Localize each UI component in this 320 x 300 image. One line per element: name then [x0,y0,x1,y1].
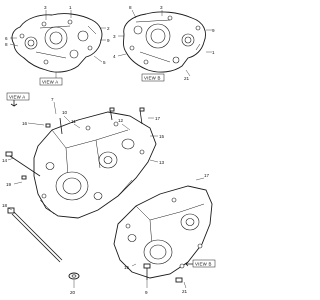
callout-14: 14 [2,158,8,163]
view-a-crankcase [11,13,103,73]
callout-10: 10 [62,110,68,115]
view-b-tag-top [141,73,165,82]
crankcase-exploded-diagram: 6 8 3 1 2 9 5 4 VIEW A 8 3 [2,5,216,295]
callout-1-a: 1 [69,5,72,10]
right-crankcase-half [113,185,213,279]
callout-18: 18 [2,203,8,208]
drain-plug [175,277,183,283]
callout-3-a: 3 [44,5,47,10]
callout-8-a: 8 [5,42,8,47]
callout-6: 6 [5,36,8,41]
callout-21-a: 21 [184,76,190,81]
callout-9-c: 9 [145,290,148,295]
callout-3-c: 3 [113,34,116,39]
callout-3-b: 3 [160,5,163,10]
callout-7: 7 [51,97,54,102]
view-a-label-arrow: VIEW A [9,95,25,100]
left-crankcase-half [33,111,157,219]
view-a-arrow-tag [6,92,30,107]
callout-21-b: 21 [182,289,188,294]
callout-17-b: 17 [204,173,210,178]
dowel-pins [21,107,145,180]
callout-1-b: 1 [212,50,215,55]
callout-11: 11 [71,119,76,124]
callout-15-b: 15 [124,265,130,270]
main-callouts: 7 16 10 11 12 17 15 14 13 19 17 18 15 21… [2,97,210,295]
callout-20: 20 [70,290,76,295]
view-a-tag-top [39,77,63,86]
callout-9-a: 9 [107,38,110,43]
long-bolt-upper [5,151,41,177]
callout-12: 12 [118,118,124,123]
bolt-bottom-center [143,263,151,280]
view-b-crankcase [123,11,206,73]
callout-15: 15 [159,134,165,139]
view-b-callouts: 8 3 3 9 4 1 21 [113,5,215,81]
callout-19: 19 [6,182,12,187]
callout-13: 13 [159,160,165,165]
callout-9-b: 9 [212,28,215,33]
callout-8-b: 8 [129,5,132,10]
oil-seal-bottom [68,272,80,280]
view-b-label-arrow: VIEW B [195,262,212,267]
callout-4-b: 4 [113,54,116,59]
callout-16: 16 [22,121,28,126]
view-b-label-top: VIEW B [144,76,161,81]
callout-17-a: 17 [155,116,161,121]
callout-2: 2 [107,26,110,31]
view-b-arrow-tag [185,259,216,268]
long-bolt-lower [7,207,63,263]
callout-5-a: 5 [103,60,106,65]
view-a-label-top: VIEW A [42,80,58,85]
